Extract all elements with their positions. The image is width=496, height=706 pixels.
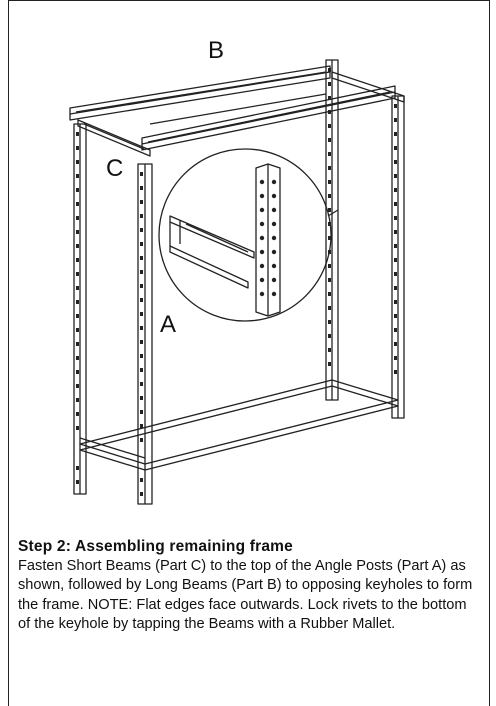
- page-frame: [8, 0, 490, 706]
- angle-post-back-left: [73, 123, 87, 495]
- label-part-a: A: [160, 311, 176, 338]
- detail-magnifier: [158, 148, 339, 322]
- label-part-b: B: [208, 37, 224, 64]
- post-keyholes: [76, 68, 397, 496]
- angle-post-front-right: [391, 95, 405, 419]
- shelf-assembly-illustration: B C A: [69, 37, 405, 505]
- angle-post-back-right: [325, 59, 339, 401]
- step-body: Fasten Short Beams (Part C) to the top o…: [18, 558, 473, 633]
- angle-post-front-left: [137, 163, 153, 505]
- step-instructions: Step 2: Assembling remaining frame Faste…: [18, 537, 480, 635]
- step-title: Step 2: Assembling remaining frame: [18, 538, 293, 555]
- short-beam-c: [77, 119, 151, 157]
- bottom-frame: [79, 379, 399, 471]
- top-frame-line: [149, 93, 327, 125]
- label-part-c: C: [106, 155, 123, 182]
